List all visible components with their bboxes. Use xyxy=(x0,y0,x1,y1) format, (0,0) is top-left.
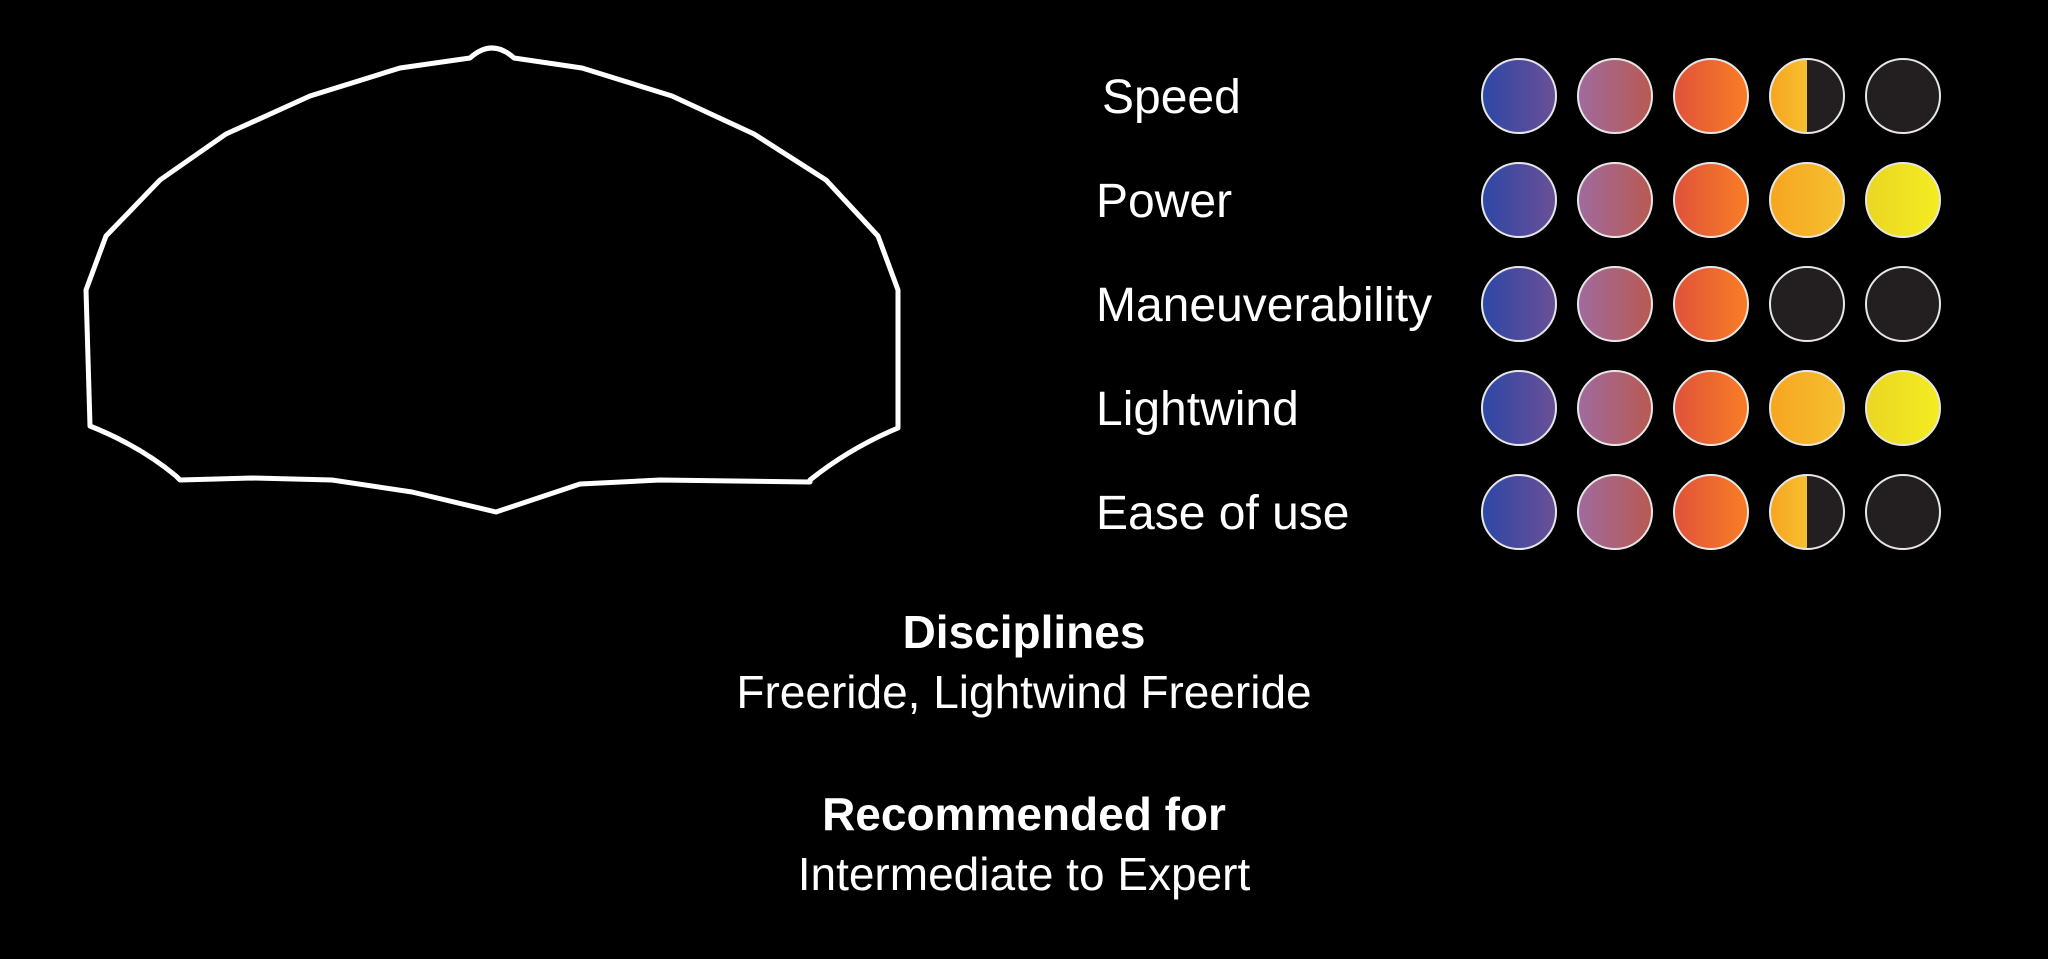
rating-dot-full xyxy=(1577,266,1653,342)
rating-row: Maneuverability xyxy=(1096,254,1996,358)
rating-dot-full xyxy=(1769,162,1845,238)
rating-dot-full xyxy=(1673,162,1749,238)
rating-dot-full xyxy=(1481,370,1557,446)
rating-row: Speed xyxy=(1096,46,1996,150)
rating-dot-full xyxy=(1673,474,1749,550)
rating-dot-full xyxy=(1673,58,1749,134)
rating-label: Ease of use xyxy=(1096,487,1350,540)
rating-label: Lightwind xyxy=(1096,383,1299,436)
disciplines-section: Disciplines Freeride, Lightwind Freeride xyxy=(0,602,2048,722)
rating-dot-empty xyxy=(1865,266,1941,342)
rating-dot-full xyxy=(1577,58,1653,134)
recommended-text: Intermediate to Expert xyxy=(797,848,1251,900)
rating-dot-empty xyxy=(1865,58,1941,134)
disciplines-heading: Disciplines xyxy=(902,606,1146,658)
rating-dot-full xyxy=(1481,162,1557,238)
rating-dot-full xyxy=(1769,370,1845,446)
rating-dot-full xyxy=(1481,474,1557,550)
rating-dot-half xyxy=(1769,474,1845,550)
rating-row: Power xyxy=(1096,150,1996,254)
rating-row: Lightwind xyxy=(1096,358,1996,462)
rating-label: Speed xyxy=(1102,71,1241,124)
recommended-section: Recommended for Intermediate to Expert xyxy=(0,784,2048,904)
recommended-heading: Recommended for xyxy=(822,788,1226,840)
rating-dot-full xyxy=(1865,370,1941,446)
rating-dot-full xyxy=(1481,266,1557,342)
rating-dot-full xyxy=(1673,370,1749,446)
rating-dot-empty xyxy=(1865,474,1941,550)
rating-dot-empty xyxy=(1769,266,1845,342)
rating-dot-full xyxy=(1865,162,1941,238)
rating-dot-full xyxy=(1481,58,1557,134)
rating-label: Maneuverability xyxy=(1096,279,1433,332)
rating-dot-full xyxy=(1673,266,1749,342)
disciplines-text: Freeride, Lightwind Freeride xyxy=(736,666,1312,718)
rating-dot-full xyxy=(1577,162,1653,238)
rating-row: Ease of use xyxy=(1096,462,1996,566)
rating-dot-full xyxy=(1577,370,1653,446)
rating-label: Power xyxy=(1096,175,1233,228)
rating-dot-half xyxy=(1769,58,1845,134)
rating-dot-full xyxy=(1577,474,1653,550)
